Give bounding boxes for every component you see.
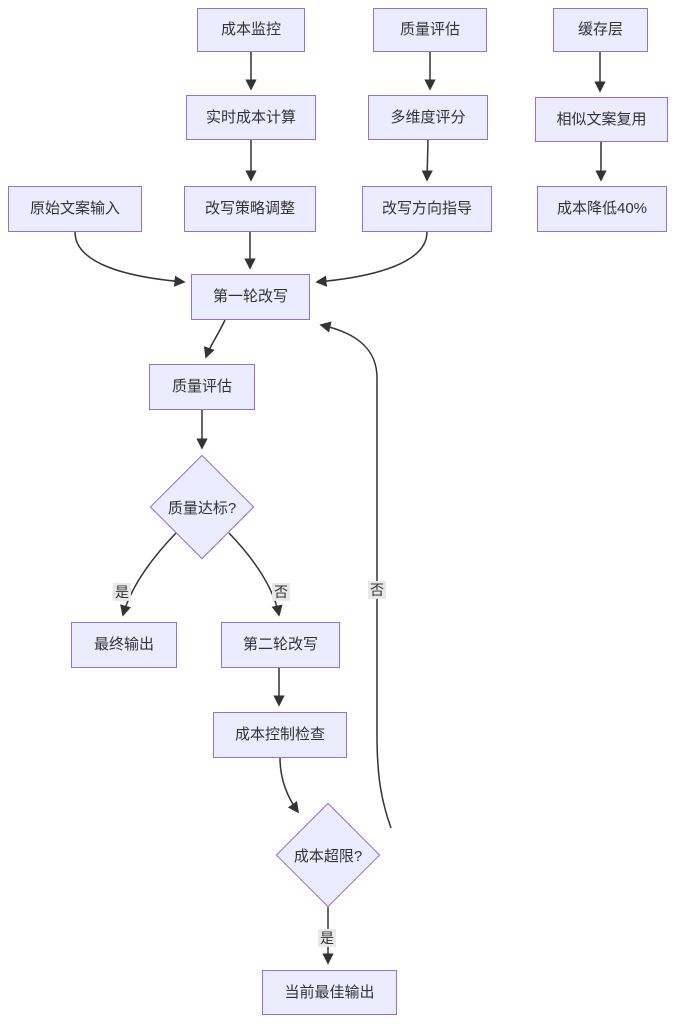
node-label: 成本控制检查: [234, 726, 325, 743]
edge-label-no-loop: 否: [368, 580, 386, 600]
node-cost-reduce: 成本降低40%: [537, 186, 667, 232]
node-label: 多维度评分: [390, 108, 466, 126]
node-first-rewrite: 第一轮改写: [191, 274, 310, 320]
node-second-rewrite: 第二轮改写: [221, 622, 340, 668]
node-label: 质量评估: [171, 378, 232, 395]
node-label: 成本监控: [220, 21, 281, 38]
node-multi-score: 多维度评分: [368, 95, 488, 140]
node-similar-reuse: 相似文案复用: [535, 97, 668, 142]
node-label: 第二轮改写: [242, 636, 318, 653]
node-label: 实时成本计算: [205, 108, 296, 126]
node-label: 相似文案复用: [556, 110, 647, 128]
edge-original-input-to-first-rewrite: [74, 231, 186, 287]
edge-direction-guide-to-first-rewrite: [315, 231, 428, 287]
node-direction-guide: 改写方向指导: [362, 186, 492, 232]
node-label: 改写方向指导: [381, 200, 472, 217]
node-realtime-cost: 实时成本计算: [186, 95, 316, 140]
node-label: 成本超限?: [293, 847, 363, 865]
node-label: 质量达标?: [167, 499, 237, 517]
edge-label-yes: 是: [113, 582, 131, 602]
node-strategy-adjust: 改写策略调整: [184, 186, 316, 232]
node-quality-eval-mid: 质量评估: [149, 364, 255, 410]
node-final-output: 最终输出: [71, 622, 177, 668]
node-label: 当前最佳输出: [284, 983, 375, 1001]
node-original-input: 原始文案输入: [8, 186, 142, 232]
node-best-output: 当前最佳输出: [262, 970, 397, 1015]
edge-label-yes: 是: [318, 928, 336, 948]
node-label: 缓存层: [577, 21, 623, 38]
node-label: 改写策略调整: [204, 200, 295, 217]
node-quality-eval-top: 质量评估: [373, 8, 487, 52]
node-label: 成本降低40%: [556, 200, 648, 217]
node-cost-check: 成本控制检查: [213, 712, 347, 758]
node-cache-layer: 缓存层: [553, 8, 648, 52]
node-cost-over-decision: 成本超限?: [275, 802, 381, 908]
edge-label-no: 否: [272, 582, 290, 602]
node-label: 最终输出: [93, 636, 154, 653]
node-cost-monitor: 成本监控: [197, 8, 305, 52]
node-quality-ok-decision: 质量达标?: [149, 454, 255, 560]
edge-first-rewrite-to-quality-eval-mid: [203, 319, 226, 359]
node-label: 原始文案输入: [29, 200, 120, 217]
node-label: 质量评估: [399, 21, 460, 38]
edge-multi-score-to-direction-guide: [421, 139, 433, 182]
node-label: 第一轮改写: [212, 288, 288, 305]
